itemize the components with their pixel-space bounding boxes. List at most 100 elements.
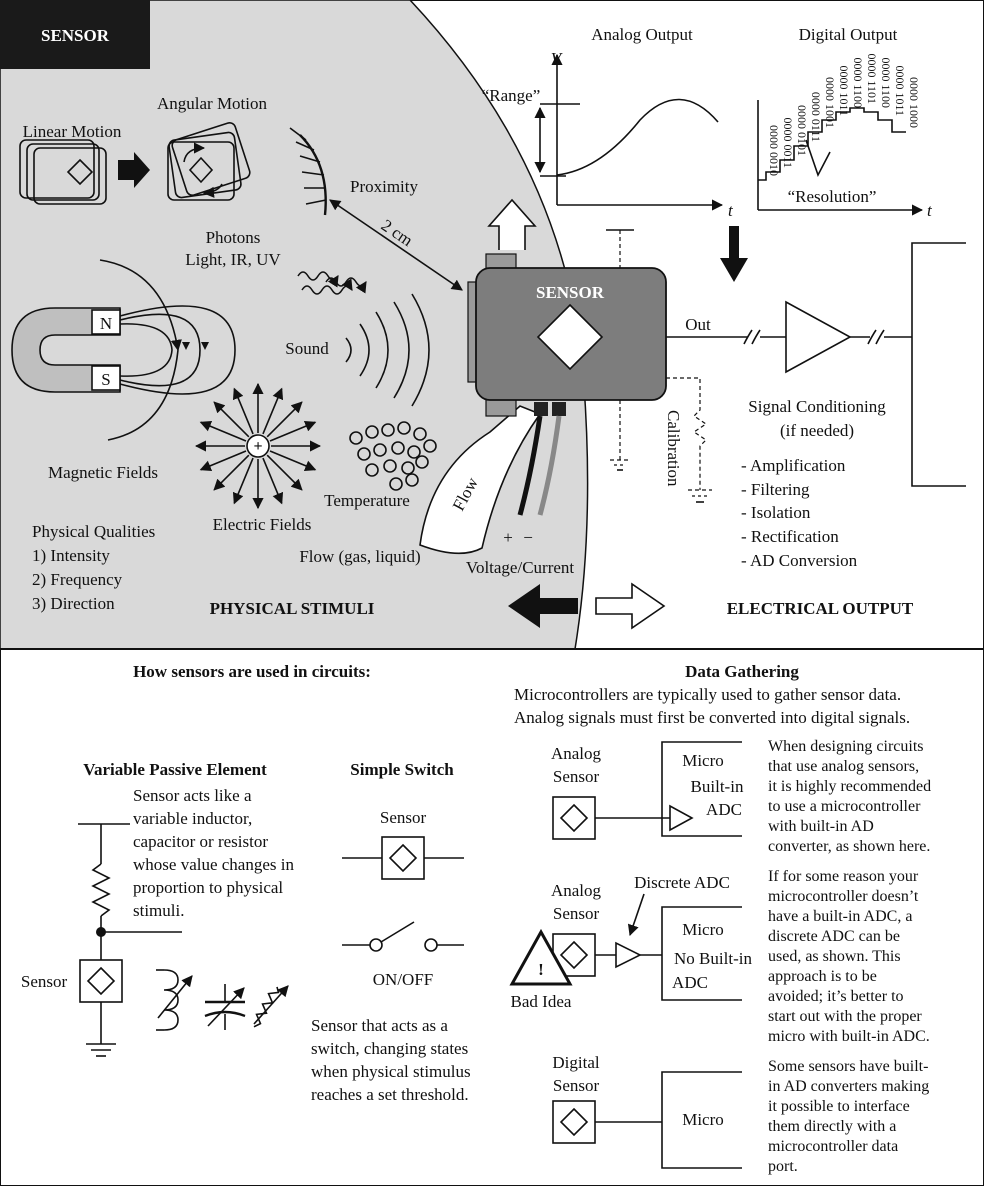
digital-code-label: 0000 0010 — [767, 125, 781, 176]
temperature-label: Temperature — [324, 491, 410, 510]
qualities-title: Physical Qualities — [32, 522, 155, 541]
minus-terminal-label: − — [523, 528, 533, 547]
row2-desc-line: discrete ADC can be — [768, 928, 900, 945]
switch-sensor-circuit — [342, 836, 464, 880]
row3-desc-line: Some sensors have built- — [768, 1058, 928, 1075]
row3-circuit — [552, 1071, 742, 1169]
row2-micro-label: Micro — [682, 920, 724, 939]
circuits-title: How sensors are used in circuits: — [133, 662, 371, 681]
variable-inductor-icon — [156, 969, 193, 1031]
top-panel: SENSOR Linear Motion Angular Motion — [0, 0, 984, 650]
row1-desc-line: converter, as shown here. — [768, 838, 930, 855]
magnet-n-label: N — [100, 314, 112, 333]
header-badge-label: SENSOR — [41, 26, 110, 45]
digital-code-label: 0000 1100 — [879, 57, 893, 108]
flow-gas-label: Flow (gas, liquid) — [299, 547, 420, 566]
row3-desc-line: port. — [768, 1158, 798, 1175]
electrical-output-label: ELECTRICAL OUTPUT — [727, 599, 914, 618]
row1-circuit — [552, 741, 742, 840]
molecule-dot — [415, 455, 429, 469]
field-ray — [266, 401, 303, 438]
quality-item: 3) Direction — [32, 594, 115, 613]
electric-plus-label: + — [253, 438, 262, 455]
switch-onoff-label: ON/OFF — [373, 970, 433, 989]
digital-code-label: 0000 1000 — [907, 77, 921, 128]
switch-sensor-label: Sensor — [380, 808, 427, 827]
switch-desc-line: switch, changing states — [311, 1039, 468, 1058]
photons-types-label: Light, IR, UV — [185, 250, 281, 269]
conditioning-item: - Rectification — [741, 527, 839, 546]
signal-chain — [666, 242, 966, 487]
warning-bang: ! — [538, 960, 544, 979]
molecule-dot — [405, 473, 419, 487]
sound-waves-icon — [345, 293, 430, 407]
out-label: Out — [685, 315, 711, 334]
calibration-label: Calibration — [664, 410, 683, 487]
analog-output-title: Analog Output — [591, 25, 693, 44]
vpe-desc-line: proportion to physical — [133, 878, 283, 897]
variable-capacitor-icon — [204, 984, 246, 1030]
molecule-dot — [349, 431, 363, 445]
row1-micro-label: Micro — [682, 751, 724, 770]
row2-desc-line: used, as shown. This — [768, 948, 901, 965]
analog-v-label: V — [551, 49, 564, 68]
conditioning-note: (if needed) — [780, 421, 854, 440]
conditioning-item: - Filtering — [741, 480, 810, 499]
switch-desc-line: when physical stimulus — [311, 1062, 471, 1081]
field-ray — [199, 420, 247, 442]
row2-desc-line: If for some reason your — [768, 868, 919, 885]
molecule-dot — [397, 421, 411, 435]
molecule-dot — [373, 443, 387, 457]
analog-t-label: t — [728, 201, 734, 220]
magnet-icon — [11, 259, 236, 441]
photons-label: Photons — [206, 228, 261, 247]
row3-sensor-label: Digital — [552, 1053, 599, 1072]
row1-desc-line: with built-in AD — [768, 818, 874, 835]
row3-sensor-label: Sensor — [553, 1076, 600, 1095]
quality-item: 1) Intensity — [32, 546, 110, 565]
magnetic-fields-label: Magnetic Fields — [48, 463, 158, 482]
conditioning-item: - Isolation — [741, 503, 811, 522]
digital-code-label: 0000 0101 — [795, 105, 809, 156]
output-arrow-icon — [595, 582, 666, 630]
quality-item: 2) Frequency — [32, 570, 123, 589]
row2-adc-label: No Built-in — [674, 949, 752, 968]
field-ray — [262, 387, 284, 435]
row2-desc-line: approach is to be — [768, 968, 877, 985]
plus-terminal-label: + — [503, 528, 513, 547]
proximity-label: Proximity — [350, 177, 419, 196]
linear-motion-icon — [19, 139, 150, 205]
digital-code-label: 0000 1001 — [823, 77, 837, 128]
field-ray — [213, 401, 250, 438]
molecule-dot — [391, 441, 405, 455]
row1-adc-label: Built-in — [691, 777, 744, 796]
molecule-dot — [407, 445, 421, 459]
row1-desc-line: When designing circuits — [768, 738, 924, 755]
voltage-current-label: Voltage/Current — [466, 558, 575, 577]
analog-range-label: “Range” — [482, 86, 541, 105]
field-ray — [199, 450, 247, 472]
molecule-dot — [381, 423, 395, 437]
field-ray — [269, 450, 317, 472]
row1-desc-line: to use a microcontroller — [768, 798, 921, 815]
discrete-adc-label: Discrete ADC — [634, 873, 730, 892]
sound-label: Sound — [285, 339, 329, 358]
flow-icon — [419, 405, 542, 555]
row2-desc-line: microcontroller doesn’t — [768, 888, 919, 905]
angular-motion-label: Angular Motion — [157, 94, 268, 113]
magnet-s-label: S — [101, 370, 110, 389]
row1-sensor-label: Sensor — [553, 767, 600, 786]
molecule-dot — [389, 477, 403, 491]
vpe-desc-line: capacitor or resistor — [133, 832, 268, 851]
row3-micro-label: Micro — [682, 1110, 724, 1129]
row2-desc-line: avoided; it’s better to — [768, 988, 904, 1005]
angular-motion-icon — [167, 121, 251, 201]
molecule-dot — [365, 425, 379, 439]
variable-resistor-icon — [253, 985, 289, 1028]
physical-stimuli-label: PHYSICAL STIMULI — [210, 599, 375, 618]
row1-sensor-label: Analog — [551, 744, 602, 763]
vpe-circuit — [78, 823, 182, 1057]
field-ray — [266, 454, 303, 491]
stimuli-arrow-icon — [508, 584, 578, 628]
